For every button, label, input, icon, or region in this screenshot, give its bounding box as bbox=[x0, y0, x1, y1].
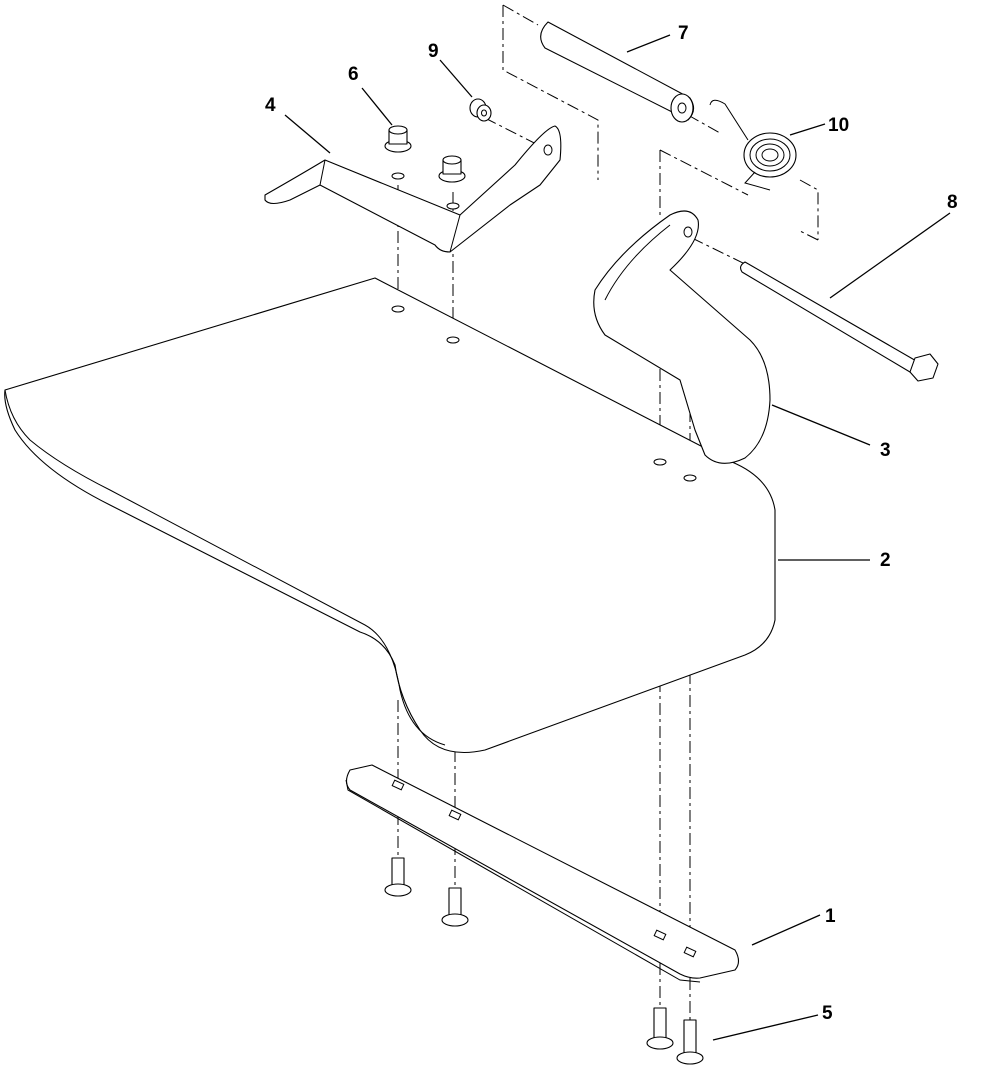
carriage-bolt bbox=[676, 1019, 704, 1065]
spring-part-10 bbox=[709, 99, 797, 191]
bracket-part-4 bbox=[264, 125, 562, 253]
callout-5: 5 bbox=[822, 1003, 833, 1024]
carriage-bolt bbox=[384, 857, 412, 897]
bolt-part-8 bbox=[739, 261, 939, 382]
leader-lines bbox=[284, 34, 951, 1041]
callout-2: 2 bbox=[880, 550, 891, 571]
spacer-part-9 bbox=[469, 98, 492, 122]
carriage-bolt bbox=[441, 887, 469, 927]
carriage-bolt bbox=[646, 1007, 674, 1050]
carriage-bolts-part-5 bbox=[384, 857, 704, 1065]
callout-6: 6 bbox=[348, 64, 359, 85]
callout-8: 8 bbox=[947, 192, 958, 213]
flange-nut bbox=[438, 155, 466, 183]
bottom-plate-part-1 bbox=[345, 764, 740, 983]
callout-7: 7 bbox=[678, 23, 689, 44]
bracket-part-3 bbox=[593, 210, 771, 464]
callout-3: 3 bbox=[880, 440, 891, 461]
deflector-part-2 bbox=[4, 277, 776, 754]
callout-labels: 1 2 3 4 5 6 7 8 9 10 bbox=[265, 23, 958, 1024]
callout-10: 10 bbox=[828, 115, 849, 136]
pin-part-7 bbox=[540, 21, 695, 123]
callout-9: 9 bbox=[428, 41, 439, 62]
callout-4: 4 bbox=[265, 95, 276, 116]
flange-nut bbox=[384, 125, 412, 153]
callout-1: 1 bbox=[825, 906, 836, 927]
